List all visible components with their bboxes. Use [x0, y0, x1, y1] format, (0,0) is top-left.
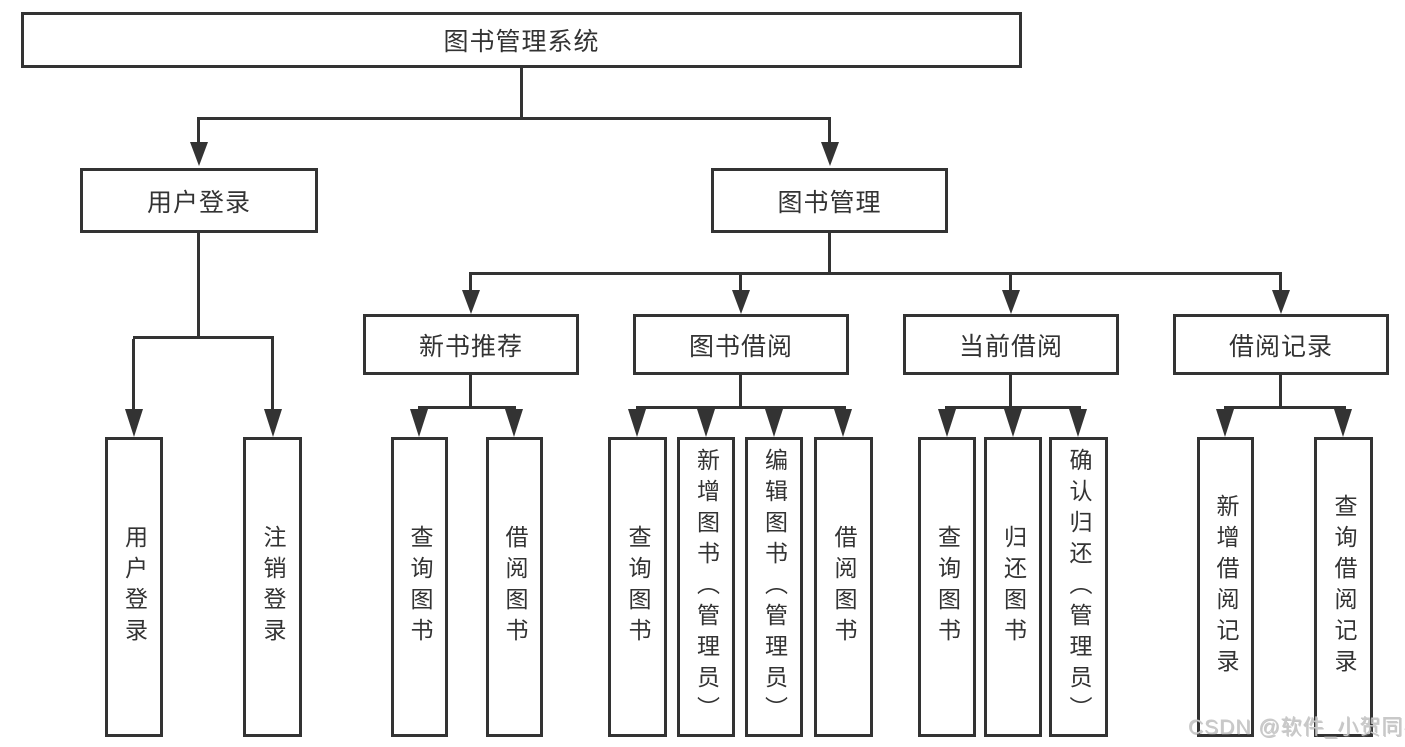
node-label: 借阅图书 — [502, 525, 528, 649]
arrow-down-icon — [834, 409, 852, 437]
connector-line — [418, 406, 516, 409]
node-borrowing-records: 借阅记录 — [1173, 314, 1389, 375]
node-label: 用户登录 — [146, 188, 251, 217]
arrow-down-icon — [505, 409, 523, 437]
connector-line — [636, 406, 846, 409]
connector-line — [132, 339, 135, 411]
arrow-down-icon — [190, 142, 208, 166]
node-current-borrowing: 当前借阅 — [903, 314, 1119, 375]
connector-line — [1009, 275, 1012, 291]
node-user-login: 用户登录 — [80, 168, 318, 233]
arrow-down-icon — [1216, 409, 1234, 437]
connector-line — [1279, 275, 1282, 291]
connector-line — [520, 68, 523, 120]
node-label: 图书管理 — [777, 188, 882, 217]
arrow-down-icon — [264, 409, 282, 437]
node-label: 查询图书 — [625, 525, 651, 649]
arrow-down-icon — [821, 142, 839, 166]
connector-line — [1224, 406, 1346, 409]
arrow-down-icon — [462, 290, 480, 314]
connector-line — [197, 120, 200, 144]
connector-line — [1279, 375, 1282, 409]
leaf-user-login: 用户登录 — [105, 437, 163, 737]
node-label: 图书借阅 — [688, 332, 793, 361]
node-label: 用户登录 — [121, 525, 148, 649]
connector-line — [133, 336, 274, 339]
arrow-down-icon — [938, 409, 956, 437]
connector-line — [469, 272, 1282, 275]
node-label: 查询图书 — [934, 525, 961, 649]
arrow-down-icon — [1069, 409, 1087, 437]
leaf-query-books-current: 查询图书 — [918, 437, 976, 737]
node-label: 借阅记录 — [1228, 332, 1333, 361]
leaf-query-books-borrow: 查询图书 — [608, 437, 667, 737]
node-label: 当前借阅 — [958, 332, 1063, 361]
leaf-return-books: 归还图书 — [984, 437, 1042, 737]
arrow-down-icon — [1272, 290, 1290, 314]
leaf-confirm-return-admin: 确认归还（管理员） — [1049, 437, 1108, 737]
connector-line — [828, 120, 831, 144]
connector-line — [271, 339, 274, 411]
connector-line — [828, 233, 831, 275]
leaf-query-borrow-record: 查询借阅记录 — [1314, 437, 1373, 737]
arrow-down-icon — [628, 409, 646, 437]
node-label: 新书推荐 — [418, 332, 523, 361]
connector-line — [469, 275, 472, 291]
leaf-logout: 注销登录 — [243, 437, 302, 737]
node-new-book-recommend: 新书推荐 — [363, 314, 579, 375]
node-label: 编辑图书（管理员） — [761, 447, 788, 727]
connector-line — [1009, 375, 1012, 409]
connector-line — [945, 406, 1081, 409]
node-book-management: 图书管理 — [711, 168, 948, 233]
arrow-down-icon — [1334, 409, 1352, 437]
node-label: 借阅图书 — [831, 525, 857, 649]
arrow-down-icon — [1004, 409, 1022, 437]
node-label: 查询借阅记录 — [1331, 494, 1357, 680]
arrow-down-icon — [732, 290, 750, 314]
arrow-down-icon — [125, 409, 143, 437]
connector-line — [739, 375, 742, 409]
arrow-down-icon — [410, 409, 428, 437]
leaf-add-borrow-record: 新增借阅记录 — [1197, 437, 1254, 737]
node-library-system: 图书管理系统 — [21, 12, 1022, 68]
leaf-borrow-books-recommend: 借阅图书 — [486, 437, 543, 737]
node-label: 归还图书 — [1000, 525, 1027, 649]
connector-line — [197, 233, 200, 339]
arrow-down-icon — [765, 409, 783, 437]
connector-line — [739, 275, 742, 291]
node-book-borrowing: 图书借阅 — [633, 314, 849, 375]
node-label: 新增图书（管理员） — [693, 447, 720, 727]
node-label: 新增借阅记录 — [1213, 494, 1239, 680]
leaf-borrow-books: 借阅图书 — [814, 437, 873, 737]
node-label: 查询图书 — [407, 525, 433, 649]
leaf-query-books-recommend: 查询图书 — [391, 437, 448, 737]
leaf-add-book-admin: 新增图书（管理员） — [677, 437, 735, 737]
csdn-watermark: CSDN @软件_小贺同学 — [1188, 716, 1405, 739]
node-label: 注销登录 — [260, 525, 286, 649]
connector-line — [197, 117, 831, 120]
arrow-down-icon — [697, 409, 715, 437]
arrow-down-icon — [1002, 290, 1020, 314]
node-label: 确认归还（管理员） — [1066, 447, 1092, 727]
leaf-edit-book-admin: 编辑图书（管理员） — [745, 437, 803, 737]
node-label: 图书管理系统 — [443, 28, 600, 56]
connector-line — [469, 375, 472, 409]
